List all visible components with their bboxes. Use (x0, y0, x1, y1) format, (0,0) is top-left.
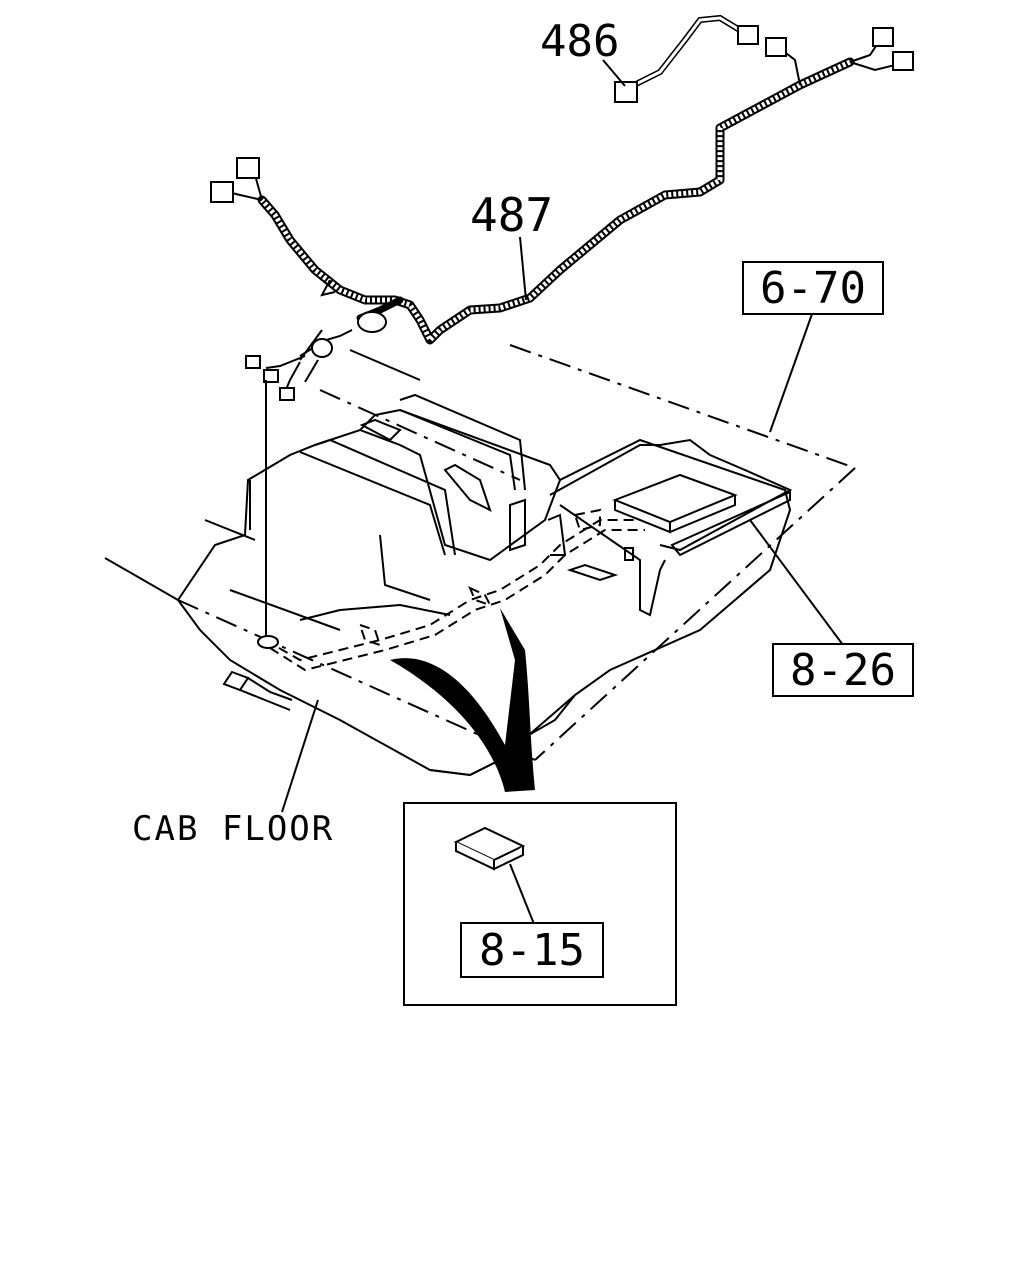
harness-dashed-box-1 (360, 625, 380, 645)
bracket-tab (570, 565, 615, 580)
tank-top-ridge-1 (360, 410, 560, 480)
floor-plane-right (535, 468, 855, 760)
floor-mid-line (320, 390, 520, 480)
tank-rib-2 (300, 452, 445, 555)
tank-bottom-edge (430, 695, 575, 775)
callout-487: 487 (470, 188, 554, 242)
tank-rib-1 (315, 440, 455, 555)
harness-dashed-upper (265, 520, 640, 660)
connector-487-a (237, 158, 259, 178)
callout-487-leader (520, 237, 526, 300)
callout-486-leader (603, 60, 625, 86)
bracket-left-clip (510, 500, 525, 550)
connector-b (264, 370, 278, 382)
tank-front-b (300, 605, 450, 620)
cab-floor-leader (282, 700, 318, 812)
floor-left-edge (205, 520, 255, 540)
bracket-support (560, 505, 665, 615)
harness-486 (628, 18, 748, 88)
callout-8-26-leader (750, 520, 843, 645)
connectors-487-right (766, 28, 913, 85)
ref-box-8-26: 8-26 (772, 643, 914, 697)
ecu-module-front (670, 495, 735, 532)
detail-arrow (390, 608, 535, 792)
connector-a (246, 356, 260, 368)
tank-side-b (380, 535, 430, 600)
tank-pocket-2 (445, 465, 490, 510)
cab-floor-label: CAB FLOOR (132, 809, 335, 849)
tank-top-ridge-3 (400, 410, 515, 490)
floor-plane-back (510, 345, 855, 468)
connectors-486 (615, 26, 758, 102)
floor-hole (258, 636, 278, 648)
connector-487-b (211, 182, 233, 202)
detail-pad (456, 828, 523, 869)
ref-box-6-70: 6-70 (742, 261, 884, 315)
tank-front-a (230, 590, 340, 630)
connectors-487-left (211, 158, 262, 202)
connector-c (280, 388, 294, 400)
connector-486-b (738, 26, 758, 44)
connector-486-a (615, 82, 637, 102)
harness-dashed-clip (575, 510, 600, 530)
callout-486: 486 (540, 16, 620, 67)
floor-plane-front (178, 600, 535, 760)
tank-pocket-1 (362, 420, 400, 440)
connector-487-c (766, 38, 786, 56)
bracket-slot (625, 548, 633, 560)
cab-floor-outline (105, 345, 855, 775)
connectors-lower-left (246, 356, 294, 400)
floor-connector (224, 672, 292, 710)
callout-8-15-leader (510, 864, 534, 924)
junction-grommet (266, 280, 386, 392)
connector-487-d (873, 28, 893, 46)
harness-dashed-lower (270, 530, 645, 670)
bracket-rail (672, 492, 790, 555)
harness-487-inner (262, 62, 850, 340)
bracket-plate (550, 440, 790, 550)
tank-outline (178, 430, 790, 775)
ecu-module-top (615, 475, 735, 522)
ecu-module-side (615, 500, 670, 532)
bracket-edge (548, 515, 565, 555)
connector-487-e (893, 52, 913, 70)
under-floor-harness (265, 510, 645, 670)
floor-line-2 (350, 350, 420, 380)
ref-box-8-15: 8-15 (460, 922, 604, 978)
floor-plane-left (105, 558, 178, 600)
tank-top-ridge-2 (400, 395, 525, 490)
callout-6-70-leader (770, 314, 812, 432)
